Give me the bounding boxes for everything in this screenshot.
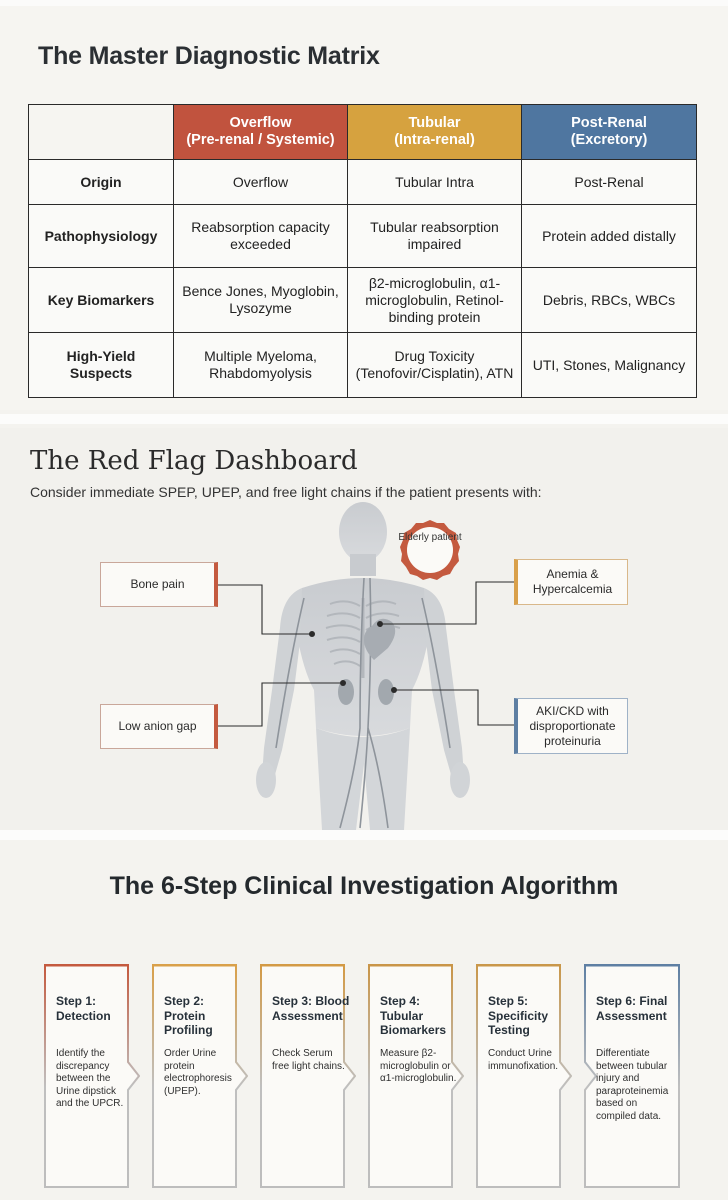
step-title: Step 2: Protein Profiling bbox=[164, 994, 213, 1037]
table-row: Pathophysiology Reabsorption capacity ex… bbox=[28, 204, 697, 268]
algorithm-step-2: Step 2: Protein Profiling Order Urine pr… bbox=[152, 964, 248, 1188]
matrix-header-row: Overflow (Pre-renal / Systemic) Tubular … bbox=[28, 104, 697, 160]
algorithm-step-5: Step 5: Specificity Testing Conduct Urin… bbox=[476, 964, 572, 1188]
table-cell: UTI, Stones, Malignancy bbox=[521, 332, 697, 398]
flag-aki-ckd: AKI/CKD with disproportionate proteinuri… bbox=[514, 698, 628, 754]
step-title: Step 5: Specificity Testing bbox=[488, 994, 549, 1037]
matrix-corner bbox=[28, 104, 174, 160]
step-body: Conduct Urine immunofixation. bbox=[488, 1048, 559, 1072]
column-header-tubular: Tubular (Intra-renal) bbox=[347, 104, 522, 160]
table-cell: Drug Toxicity (Tenofovir/Cisplatin), ATN bbox=[347, 332, 522, 398]
flag-bone-pain: Bone pain bbox=[100, 562, 218, 607]
step-title: Step 3: Blood Assessment bbox=[272, 994, 350, 1023]
step-chevron-shape bbox=[44, 964, 140, 1188]
flag-label: Bone pain bbox=[130, 577, 185, 591]
algorithm-step-6: Step 6: Final Assessment Differentiate b… bbox=[584, 964, 680, 1188]
column-header-line2: (Intra-renal) bbox=[394, 132, 475, 148]
column-header-line2: (Pre-renal / Systemic) bbox=[186, 132, 335, 148]
diagnostic-matrix-table: Overflow (Pre-renal / Systemic) Tubular … bbox=[28, 104, 697, 398]
table-cell: Multiple Myeloma, Rhabdomyolysis bbox=[173, 332, 348, 398]
step-body: Identify the discrepancy between the Uri… bbox=[56, 1048, 124, 1109]
table-cell: Bence Jones, Myoglobin, Lysozyme bbox=[173, 267, 348, 333]
step-chevron-shape bbox=[152, 964, 248, 1188]
flag-label: Anemia & Hypercalcemia bbox=[532, 567, 613, 596]
column-header-line1: Overflow bbox=[229, 115, 292, 131]
column-header-line2: (Excretory) bbox=[570, 132, 648, 148]
table-cell: Post-Renal bbox=[521, 159, 697, 205]
table-cell: Overflow bbox=[173, 159, 348, 205]
flag-label: Low anion gap bbox=[118, 719, 197, 733]
diagnostic-matrix-section: The Master Diagnostic Matrix Overflow (P… bbox=[0, 0, 728, 410]
step-title: Step 6: Final Assessment bbox=[596, 994, 668, 1023]
matrix-title: The Master Diagnostic Matrix bbox=[38, 42, 380, 70]
row-label-high-yield-suspects: High-Yield Suspects bbox=[28, 332, 174, 398]
table-cell: Tubular reabsorption impaired bbox=[347, 204, 522, 268]
step-body: Measure β2-microglobulin or α1-microglob… bbox=[380, 1048, 457, 1084]
algorithm-title: The 6-Step Clinical Investigation Algori… bbox=[109, 872, 619, 900]
step-body: Order Urine protein electrophoresis (UPE… bbox=[164, 1048, 232, 1097]
section-divider bbox=[0, 414, 728, 424]
table-cell: Debris, RBCs, WBCs bbox=[521, 267, 697, 333]
table-row: High-Yield Suspects Multiple Myeloma, Rh… bbox=[28, 332, 697, 398]
algorithm-step-3: Step 3: Blood Assessment Check Serum fre… bbox=[260, 964, 356, 1188]
section-divider bbox=[0, 830, 728, 840]
row-label-pathophysiology: Pathophysiology bbox=[28, 204, 174, 268]
flag-anemia-hypercalcemia: Anemia & Hypercalcemia bbox=[514, 559, 628, 605]
human-body-illustration bbox=[218, 502, 516, 830]
elderly-patient-badge bbox=[400, 520, 460, 580]
row-label-key-biomarkers: Key Biomarkers bbox=[28, 267, 174, 333]
flag-label: AKI/CKD with disproportionate proteinuri… bbox=[529, 703, 616, 748]
algorithm-step-1: Step 1: Detection Identify the discrepan… bbox=[44, 964, 140, 1188]
column-header-overflow: Overflow (Pre-renal / Systemic) bbox=[173, 104, 348, 160]
table-row: Key Biomarkers Bence Jones, Myoglobin, L… bbox=[28, 267, 697, 333]
dashboard-title: The Red Flag Dashboard bbox=[30, 446, 358, 476]
badge-label: Elderly patient bbox=[398, 532, 462, 543]
step-chevron-shape bbox=[368, 964, 464, 1188]
column-header-post-renal: Post-Renal (Excretory) bbox=[521, 104, 697, 160]
step-title: Step 4: Tubular Biomarkers bbox=[380, 994, 447, 1037]
column-header-line1: Tubular bbox=[408, 115, 461, 131]
dashboard-subtitle: Consider immediate SPEP, UPEP, and free … bbox=[30, 484, 542, 500]
step-chevron-shape bbox=[584, 964, 680, 1188]
table-cell: β2-microglobulin, α1-microglobulin, Reti… bbox=[347, 267, 522, 333]
table-cell: Protein added distally bbox=[521, 204, 697, 268]
step-title: Step 1: Detection bbox=[56, 994, 111, 1023]
step-chevron-shape bbox=[260, 964, 356, 1188]
algorithm-step-4: Step 4: Tubular Biomarkers Measure β2-mi… bbox=[368, 964, 464, 1188]
red-flag-dashboard-section: The Red Flag Dashboard Consider immediat… bbox=[0, 428, 728, 830]
table-row: Origin Overflow Tubular Intra Post-Renal bbox=[28, 159, 697, 205]
table-cell: Tubular Intra bbox=[347, 159, 522, 205]
step-chevron-shape bbox=[476, 964, 572, 1188]
table-cell: Reabsorption capacity exceeded bbox=[173, 204, 348, 268]
column-header-line1: Post-Renal bbox=[571, 115, 647, 131]
algorithm-section: The 6-Step Clinical Investigation Algori… bbox=[0, 840, 728, 1200]
step-body: Differentiate between tubular injury and… bbox=[596, 1048, 669, 1122]
row-label-origin: Origin bbox=[28, 159, 174, 205]
step-body: Check Serum free light chains. bbox=[272, 1048, 345, 1072]
flag-low-anion-gap: Low anion gap bbox=[100, 704, 218, 749]
